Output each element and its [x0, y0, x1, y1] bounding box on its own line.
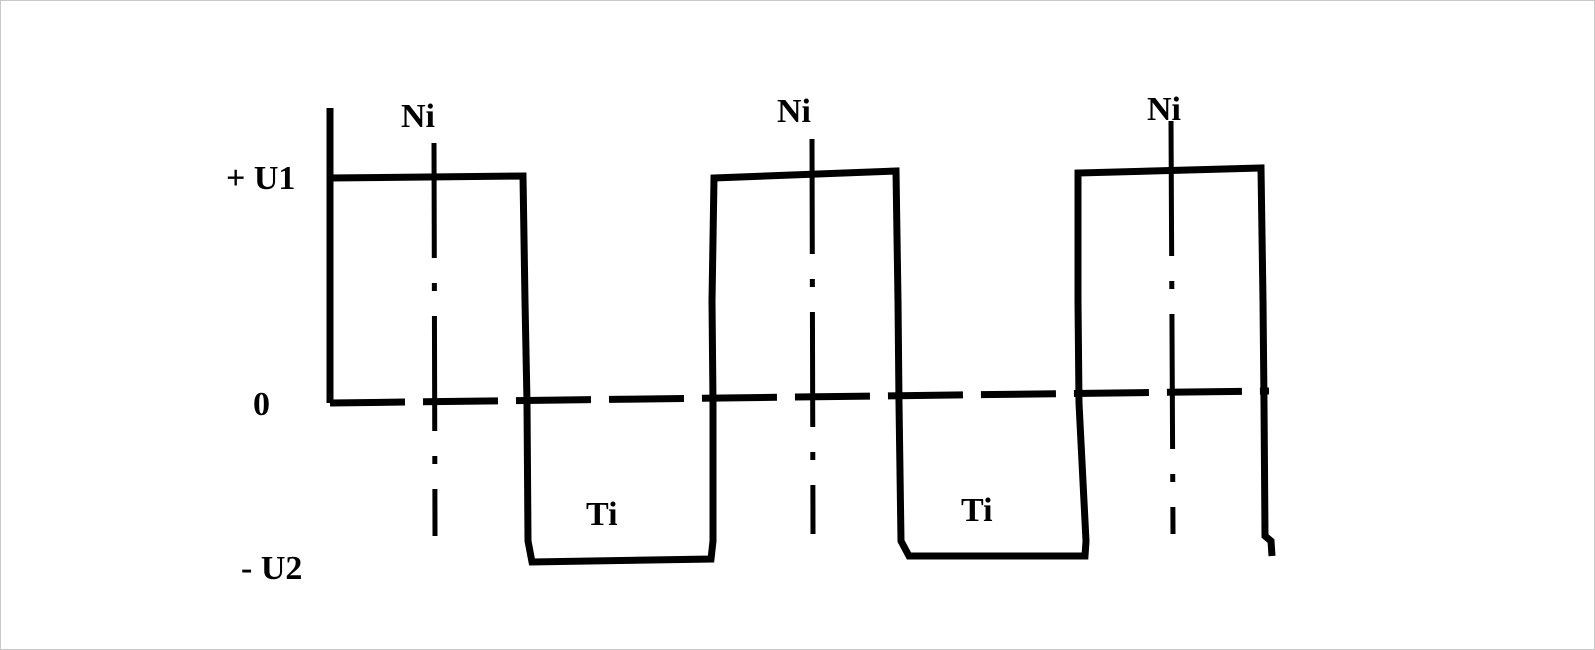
center-line-2	[809, 138, 816, 535]
zero-line	[329, 387, 1270, 407]
pulse-label-ni-2: Ni	[777, 93, 811, 130]
pulse-label-ti-1: Ti	[586, 496, 618, 533]
level-label-bottom: - U2	[241, 550, 302, 587]
waveform	[326, 164, 1276, 566]
center-line-3	[1168, 120, 1176, 535]
pulse-label-ti-2: Ti	[961, 492, 993, 529]
center-line-1	[431, 142, 438, 537]
level-label-top: + U1	[226, 160, 295, 197]
pulse-label-ni-3: Ni	[1147, 91, 1181, 128]
level-label-zero: 0	[253, 386, 270, 423]
pulse-label-ni-1: Ni	[401, 98, 435, 135]
